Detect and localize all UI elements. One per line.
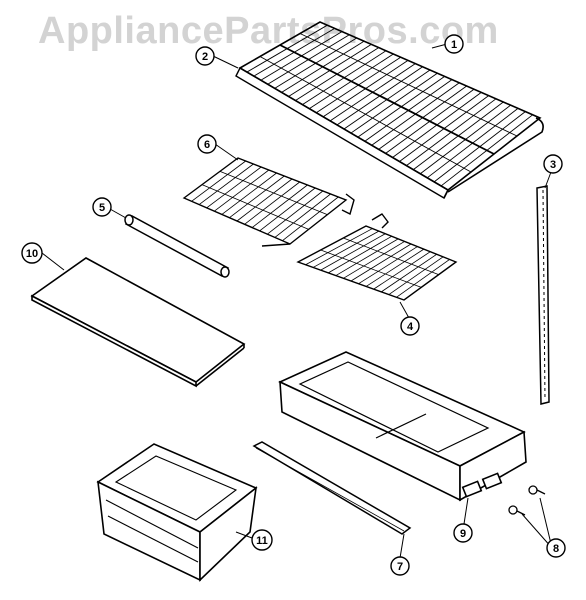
callout-1: 1	[444, 34, 464, 54]
callout-4: 4	[400, 316, 420, 336]
wire	[198, 163, 254, 205]
wire	[219, 170, 328, 216]
wire	[350, 243, 412, 282]
svg-text:4: 4	[407, 321, 414, 333]
wire	[320, 249, 422, 288]
small-wire-shelf-right[interactable]	[296, 213, 458, 301]
svg-text:6: 6	[204, 139, 210, 151]
crisper-slide-rail[interactable]	[252, 441, 412, 535]
wire	[236, 178, 293, 222]
wire	[373, 251, 431, 290]
svg-text:9: 9	[460, 528, 466, 540]
glass-shelf-panel[interactable]	[30, 257, 246, 388]
svg-text:1: 1	[451, 39, 457, 51]
wire	[312, 230, 380, 268]
callout-7: 7	[390, 556, 410, 576]
roller-bar[interactable]	[124, 214, 230, 278]
wire	[201, 184, 309, 230]
svg-text:8: 8	[553, 543, 559, 555]
wire	[221, 172, 277, 215]
wire	[244, 181, 300, 225]
shelf-support-rail[interactable]	[536, 185, 550, 405]
callout-markers: 1 2 3 4 5 6 7 8 9 10 11	[21, 34, 566, 576]
callout-6: 6	[197, 134, 217, 154]
wire	[191, 160, 246, 202]
callout-11: 11	[251, 529, 273, 551]
wire	[206, 166, 262, 209]
screws[interactable]	[508, 485, 546, 516]
wire	[282, 196, 339, 242]
wire	[335, 238, 399, 276]
wire	[358, 246, 418, 285]
wire	[388, 256, 444, 295]
watermark-logo: AppliancePartsPros.com	[38, 10, 499, 52]
crisper-cover-frame[interactable]	[278, 351, 527, 502]
wire	[267, 190, 324, 235]
callout-10: 10	[21, 242, 43, 264]
wire	[259, 56, 472, 173]
wire	[251, 184, 308, 228]
main-wire-shelf[interactable]	[235, 21, 544, 199]
wire	[343, 237, 439, 276]
svg-text:7: 7	[397, 561, 403, 573]
leader-lines	[41, 43, 553, 559]
svg-text:2: 2	[202, 51, 208, 63]
callout-3: 3	[543, 154, 563, 174]
callout-5: 5	[92, 197, 112, 217]
wire	[328, 235, 392, 274]
wire	[274, 193, 331, 238]
wire	[214, 169, 270, 212]
svg-text:11: 11	[256, 535, 268, 547]
callout-8: 8	[546, 538, 566, 558]
callout-2: 2	[195, 46, 215, 66]
wire	[229, 175, 285, 219]
wire	[396, 259, 450, 298]
wire	[343, 241, 405, 279]
wire	[305, 228, 373, 266]
svg-text:3: 3	[550, 159, 556, 171]
svg-text:10: 10	[26, 248, 38, 260]
wire	[299, 33, 518, 137]
svg-text:5: 5	[99, 202, 105, 214]
small-wire-shelf-left[interactable]	[182, 157, 355, 247]
wire	[320, 233, 386, 271]
crisper-drawer[interactable]	[96, 443, 258, 582]
callout-9: 9	[453, 523, 473, 543]
wire	[259, 187, 316, 232]
wire	[365, 248, 425, 287]
wire	[381, 253, 437, 293]
